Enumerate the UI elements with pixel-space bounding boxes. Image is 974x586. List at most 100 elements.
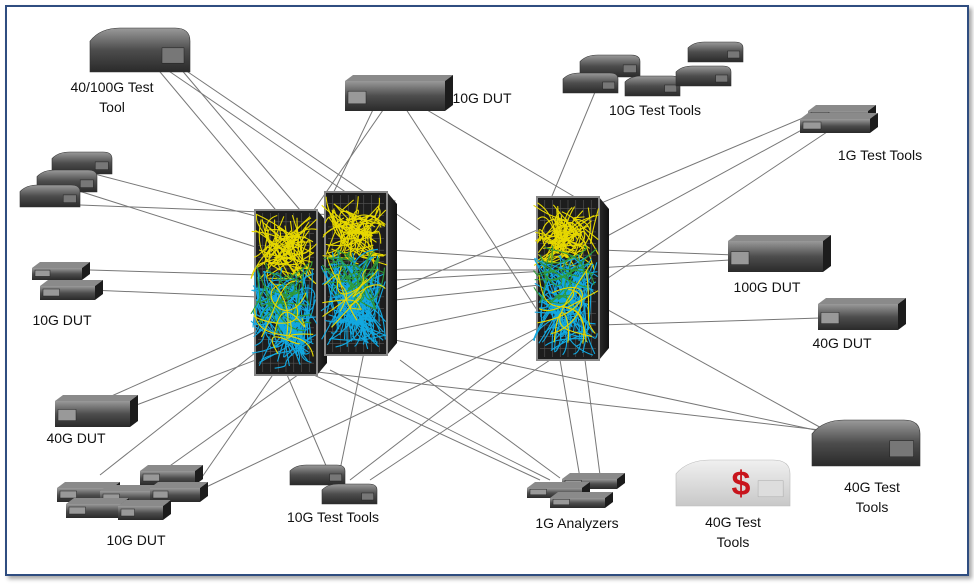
label-10g-dut-top: 10G DUT	[452, 90, 512, 106]
link-line	[394, 299, 541, 331]
cable	[262, 221, 298, 278]
label-10g-dut-left: 10G DUT	[32, 312, 92, 328]
cable	[348, 237, 375, 262]
test-tool-left-device	[19, 184, 81, 208]
cable	[300, 226, 307, 261]
cable	[270, 283, 307, 311]
cable	[264, 214, 310, 248]
cable	[343, 303, 380, 340]
cable	[544, 219, 571, 260]
cable	[273, 311, 306, 336]
cable	[540, 221, 595, 271]
cable	[322, 268, 367, 318]
label-100g-dut: 100G DUT	[733, 279, 801, 295]
link-line	[299, 99, 391, 231]
link-line	[409, 99, 581, 201]
dut-10g-bottom-device	[140, 465, 203, 485]
cable	[253, 244, 293, 259]
test-tool-left-device	[51, 151, 113, 175]
link-line	[584, 359, 601, 476]
label-40g-dut-left: 40G DUT	[46, 430, 106, 446]
cable	[327, 251, 356, 261]
cable	[256, 276, 291, 307]
dollar-cost-icon: $	[732, 465, 751, 503]
cable	[538, 290, 575, 311]
link-line	[399, 99, 551, 331]
test-tool-10g-bottom-device	[321, 483, 378, 505]
cable	[274, 340, 313, 369]
cable	[585, 271, 596, 334]
analyzer-1g-device	[550, 492, 613, 508]
link-line	[329, 369, 551, 481]
cable	[551, 288, 583, 335]
cable	[557, 263, 572, 300]
cable	[537, 287, 583, 324]
cable	[567, 290, 599, 344]
cable	[325, 220, 361, 255]
cable	[338, 256, 359, 293]
cable	[539, 245, 553, 303]
cable	[572, 216, 599, 241]
cable	[333, 224, 372, 237]
link-line	[589, 299, 826, 431]
test-tool-10g-bottom-device	[289, 464, 346, 486]
cable	[286, 287, 316, 361]
test-tool-10g-top-device	[687, 41, 744, 63]
link-line	[599, 119, 821, 241]
cable	[533, 268, 594, 277]
cable	[331, 209, 369, 236]
cable	[331, 210, 356, 254]
cable	[542, 296, 568, 308]
label-40g-dut-right: 40G DUT	[812, 335, 872, 351]
dut-10g-bottom-device	[150, 482, 208, 502]
cable	[289, 220, 315, 262]
cable	[330, 256, 365, 303]
label-1g-test-tools: 1G Test Tools	[837, 147, 923, 163]
test-tool-1g-device	[800, 113, 878, 133]
cable	[538, 229, 560, 255]
label-10g-test-tools-bottom: 10G Test Tools	[286, 509, 380, 525]
dut-10g-top-device	[345, 75, 453, 111]
test-tool-10g-top-device	[675, 65, 732, 87]
cable	[333, 210, 368, 236]
link-line	[59, 164, 291, 226]
cable	[250, 285, 282, 333]
dut-40g-left-device	[55, 395, 138, 427]
test-tool-10g-top-device	[579, 54, 641, 78]
link-line	[99, 344, 266, 476]
cable	[326, 257, 348, 312]
cable	[575, 276, 587, 347]
cable	[276, 286, 310, 355]
switch-rack-2	[320, 191, 397, 356]
link-line	[589, 129, 831, 291]
test-tool-10g-top-device	[562, 72, 619, 94]
link-line	[59, 184, 266, 251]
cable	[324, 216, 354, 247]
cable	[552, 204, 580, 236]
label-10g-dut-bottom: 10G DUT	[106, 532, 166, 548]
cable	[355, 292, 369, 344]
cable	[352, 266, 375, 308]
label-10g-test-tools-top: 10G Test Tools	[608, 102, 702, 118]
cable	[254, 308, 314, 357]
cable	[328, 250, 349, 279]
cable	[265, 245, 292, 281]
test-tool-10g-top-device	[624, 75, 681, 97]
cable	[541, 260, 585, 343]
link-line	[394, 339, 816, 431]
cable	[323, 274, 358, 321]
link-line	[179, 67, 301, 211]
cable	[352, 278, 386, 298]
link-line	[159, 64, 351, 196]
cable	[322, 299, 362, 310]
test-tool-40g-cost-device: $	[675, 459, 791, 507]
link-line	[369, 359, 551, 481]
cable	[295, 266, 315, 283]
cable	[272, 214, 300, 265]
dut-40g-right-device	[818, 298, 906, 330]
link-line	[89, 269, 261, 276]
link-line	[284, 369, 331, 476]
